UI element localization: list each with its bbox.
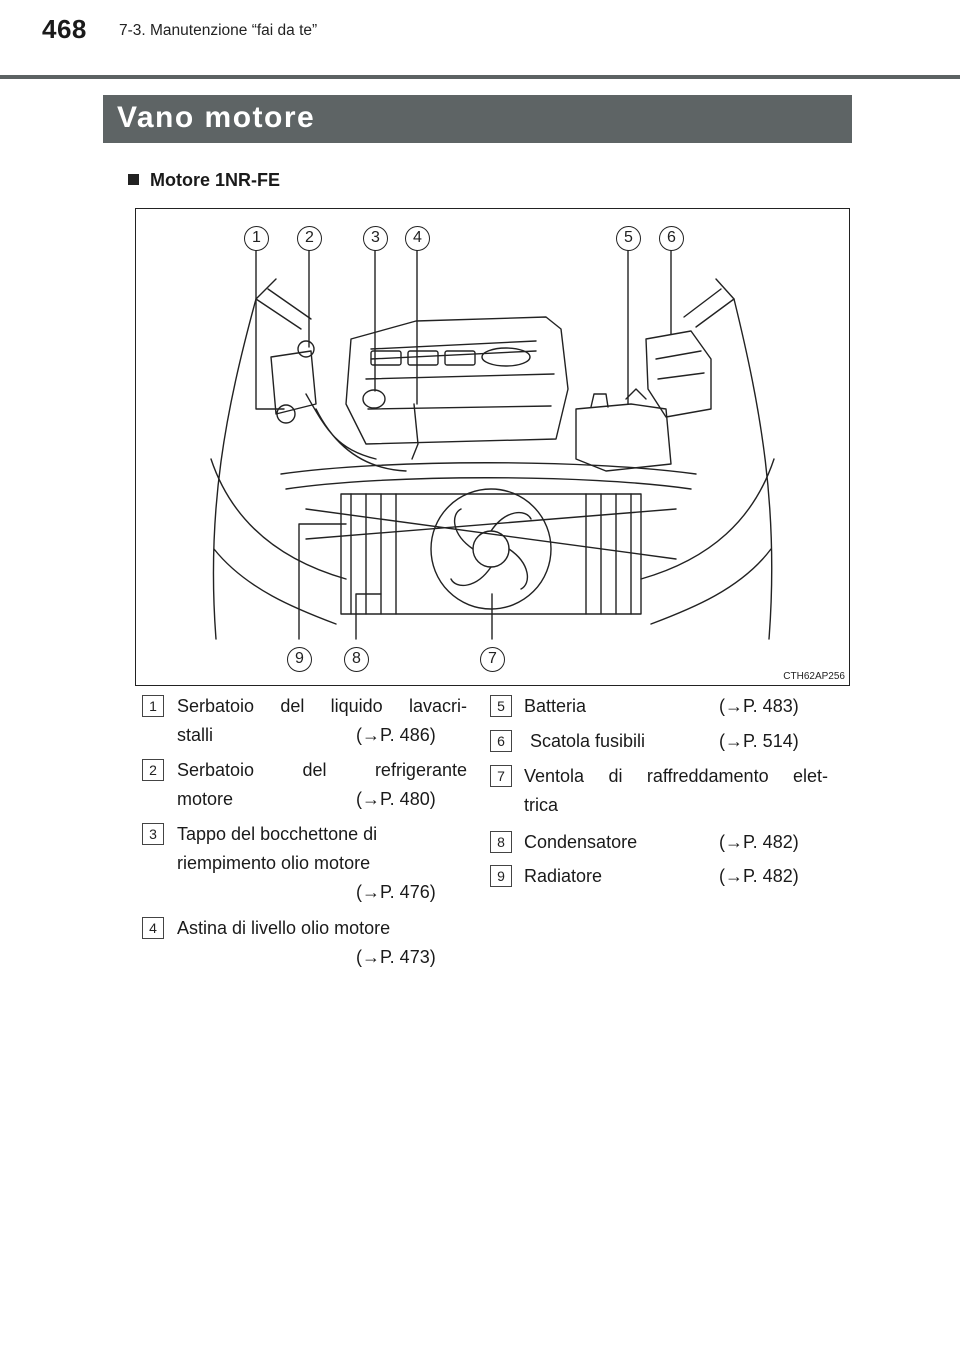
oil-dipstick: [411, 403, 419, 460]
washer-cap: [297, 340, 315, 358]
vvti-badge: [481, 347, 531, 367]
legend-word: liquido: [330, 696, 383, 716]
page-reference: (→P. 483): [719, 696, 799, 716]
page-reference: (→P. 473): [356, 947, 436, 967]
callout-6: 6: [659, 226, 684, 251]
legend-number: 7: [490, 765, 512, 787]
legend-number: 2: [142, 759, 164, 781]
cover-badge-3: [444, 350, 476, 366]
support-bars: [305, 508, 677, 560]
leader-9: [298, 523, 347, 640]
legend-word: Ventola: [524, 766, 585, 786]
fan-blades: [450, 508, 532, 590]
legend-text: motore: [177, 789, 234, 809]
legend-text: Astina di livello olio motore: [177, 918, 391, 938]
subheading-text: Motore 1NR-FE: [150, 170, 280, 190]
header-rule: [0, 75, 960, 79]
page-reference: (→P. 476): [356, 882, 436, 902]
legend-item-5: 5 Batteria (→P. 483): [490, 692, 830, 722]
callout-3: 3: [363, 226, 388, 251]
page-reference: (→P. 514): [719, 731, 799, 751]
legend-text: Tappo del bocchettone di: [177, 824, 378, 844]
callout-2: 2: [297, 226, 322, 251]
battery-terminals: [590, 388, 647, 408]
square-bullet-icon: [128, 174, 139, 185]
engine-drawing: [210, 248, 775, 640]
legend-text: Scatola fusibili: [530, 731, 646, 751]
hood-strut-left: [255, 288, 312, 330]
legend-item-3: 3 Tappo del bocchettone di riempimento o…: [142, 820, 467, 910]
legend-text: trica: [524, 795, 559, 815]
legend-number: 4: [142, 917, 164, 939]
legend-word: lavacri-: [408, 696, 467, 716]
legend-text: Batteria: [524, 696, 587, 716]
leader-1: [255, 248, 285, 410]
legend-word: Serbatoio: [177, 760, 255, 780]
legend-item-4: 4 Astina di livello olio motore (→P. 473…: [142, 914, 467, 974]
radiator: [340, 493, 642, 615]
callout-9: 9: [287, 647, 312, 672]
fender-left: [210, 458, 347, 625]
legend-word: del: [280, 696, 305, 716]
radiator-fins: [350, 493, 632, 615]
legend-word: del: [302, 760, 327, 780]
engine-cover: [345, 316, 569, 445]
section-path: 7-3. Manutenzione “fai da te”: [119, 22, 318, 39]
page-reference: (→P. 480): [356, 789, 436, 809]
page-reference: (→P. 482): [719, 866, 799, 886]
cover-badge-1: [370, 350, 402, 366]
callout-1: 1: [244, 226, 269, 251]
section-title: Vano motore: [117, 101, 316, 134]
callout-5: 5: [616, 226, 641, 251]
washer-reservoir: [270, 350, 317, 415]
legend-word: Serbatoio: [177, 696, 255, 716]
figure-code: CTH62AP256: [783, 671, 845, 682]
coolant-hoses: [305, 393, 407, 472]
legend-item-7: 7 Ventola di raffreddamento elet- trica: [490, 762, 830, 822]
legend-item-2: 2 Serbatoio del refrigerante motore (→P.…: [142, 756, 467, 816]
legend-text: riempimento olio motore: [177, 853, 371, 873]
legend-number: 9: [490, 865, 512, 887]
legend-text: Radiatore: [524, 866, 603, 886]
legend-word: elet-: [792, 766, 828, 786]
cover-badge-2: [407, 350, 439, 366]
engine-cover-ribs: [365, 340, 555, 410]
battery: [575, 403, 672, 472]
engine-illustration: 1 2 3 4 5 6 7 8 9 CTH62AP256: [135, 208, 850, 686]
legend-number: 3: [142, 823, 164, 845]
page-reference: (→P. 482): [719, 832, 799, 852]
coolant-cap: [276, 404, 296, 424]
cross-member: [280, 462, 697, 490]
legend-number: 8: [490, 831, 512, 853]
legend-item-6: 6 Scatola fusibili (→P. 514): [490, 727, 830, 757]
legend-number: 6: [490, 730, 512, 752]
legend-word: di: [608, 766, 623, 786]
legend-text: stalli: [177, 725, 214, 745]
cooling-fan: [430, 488, 552, 610]
fuse-box: [645, 330, 712, 418]
callout-4: 4: [405, 226, 430, 251]
hood-strut-right: [683, 288, 735, 328]
fender-right: [640, 458, 775, 625]
oil-filler-cap: [362, 389, 386, 409]
section-title-bar: Vano motore: [103, 95, 852, 143]
legend-item-1: 1 Serbatoio del liquido lavacri- stalli …: [142, 692, 467, 752]
leader-8: [355, 593, 382, 640]
callout-7: 7: [480, 647, 505, 672]
page-reference: (→P. 486): [356, 725, 436, 745]
legend-text: Condensatore: [524, 832, 638, 852]
fuse-box-lines: [655, 350, 705, 380]
subheading: Motore 1NR-FE: [128, 170, 280, 191]
legend-item-8: 8 Condensatore (→P. 482): [490, 828, 830, 858]
legend-item-9: 9 Radiatore (→P. 482): [490, 862, 830, 892]
legend-word: refrigerante: [374, 760, 467, 780]
page-number: 468: [42, 14, 87, 44]
callout-8: 8: [344, 647, 369, 672]
legend-word: raffreddamento: [646, 766, 769, 786]
legend-number: 1: [142, 695, 164, 717]
legend-number: 5: [490, 695, 512, 717]
car-body-outline: [212, 278, 773, 640]
